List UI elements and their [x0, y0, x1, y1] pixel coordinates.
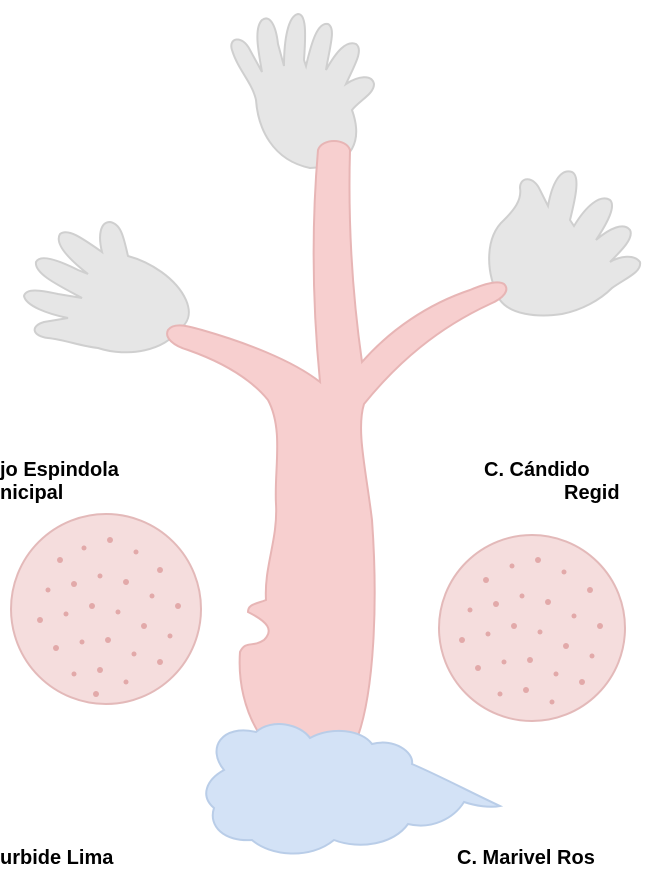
right-hand-icon: [489, 171, 640, 315]
label-left-top-line2: nicipal: [0, 481, 63, 505]
right-cell-circle: [439, 535, 625, 721]
label-right-top-line2: Regid: [564, 481, 620, 505]
left-hand-icon: [24, 222, 189, 352]
left-cell-circle: [11, 514, 201, 704]
top-hand-icon: [231, 14, 374, 168]
label-left-top-line1: jo Espindola: [0, 458, 119, 482]
label-bottom-left: urbide Lima: [0, 846, 113, 870]
label-bottom-right: C. Marivel Ros: [457, 846, 595, 870]
bottom-cloud-shape: [206, 724, 500, 854]
label-right-top-line1: C. Cándido: [484, 458, 590, 482]
